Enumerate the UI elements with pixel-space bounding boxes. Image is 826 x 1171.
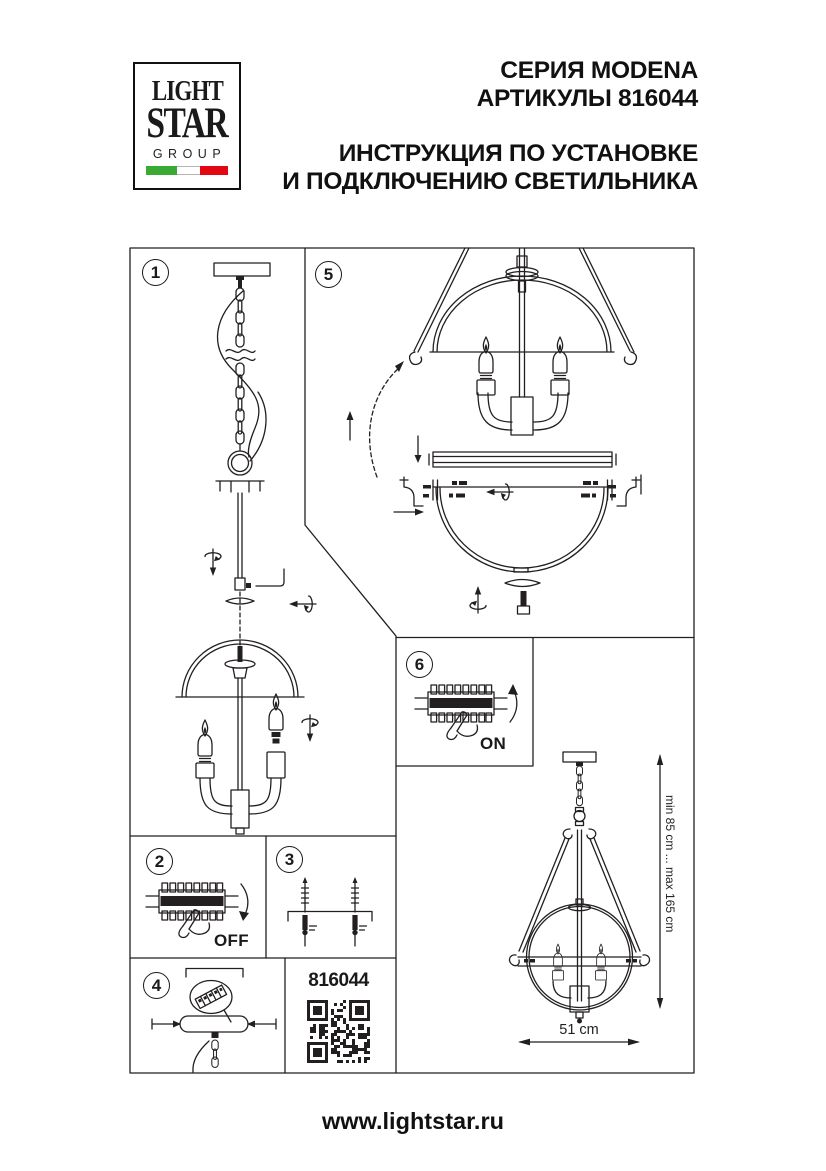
- lightstar-logo: LIGHT STAR GROUP: [133, 62, 241, 190]
- panel5-shade-assembly-drawing: [346, 247, 642, 615]
- series-title: СЕРИЯ MODENA: [500, 57, 698, 84]
- logo-light-text: LIGHT: [151, 76, 223, 107]
- logo-star-text: STAR: [146, 100, 229, 147]
- flag-red: [200, 165, 228, 175]
- step-3-badge: 3: [276, 846, 303, 873]
- italian-flag-stripe: [146, 165, 228, 175]
- panel1-suspension-drawing: [175, 262, 319, 835]
- step-1-badge: 1: [142, 259, 169, 286]
- articles-title: АРТИКУЛЫ 816044: [476, 84, 699, 112]
- qr-code: [307, 1000, 370, 1063]
- flag-green: [146, 165, 178, 175]
- instruction-title-1: ИНСТРУКЦИЯ ПО УСТАНОВКЕ: [338, 140, 699, 167]
- panel-borders: [129, 247, 695, 1074]
- step-4-badge: 4: [143, 972, 170, 999]
- flag-white: [177, 165, 201, 175]
- article-number: 816044: [308, 970, 369, 991]
- panel4-canopy-drawing: [151, 967, 277, 1073]
- panel3-bracket-drawing: [287, 876, 373, 947]
- panel6-breaker-on-drawing: [414, 684, 518, 741]
- on-label: ON: [480, 734, 507, 753]
- width-dimension-label: 51 cm: [559, 1022, 599, 1038]
- logo-group-text: GROUP: [152, 146, 227, 161]
- diagram-canvas: [129, 247, 695, 1074]
- height-dimension-label: min 85 cm ... max 165 cm: [663, 795, 677, 933]
- step-6-badge: 6: [406, 651, 433, 678]
- step-2-badge: 2: [146, 848, 173, 875]
- website-url: www.lightstar.ru: [322, 1108, 504, 1134]
- header-title-block: СЕРИЯ MODENA АРТИКУЛЫ 816044 ИНСТРУКЦИЯ …: [282, 57, 698, 195]
- instruction-title-2: И ПОДКЛЮЧЕНИЮ СВЕТИЛЬНИКА: [282, 167, 698, 195]
- step-5-badge: 5: [315, 261, 342, 288]
- panel2-breaker-off-drawing: [145, 882, 249, 939]
- off-label: OFF: [214, 931, 249, 950]
- assembled-product-drawing: [508, 751, 664, 1046]
